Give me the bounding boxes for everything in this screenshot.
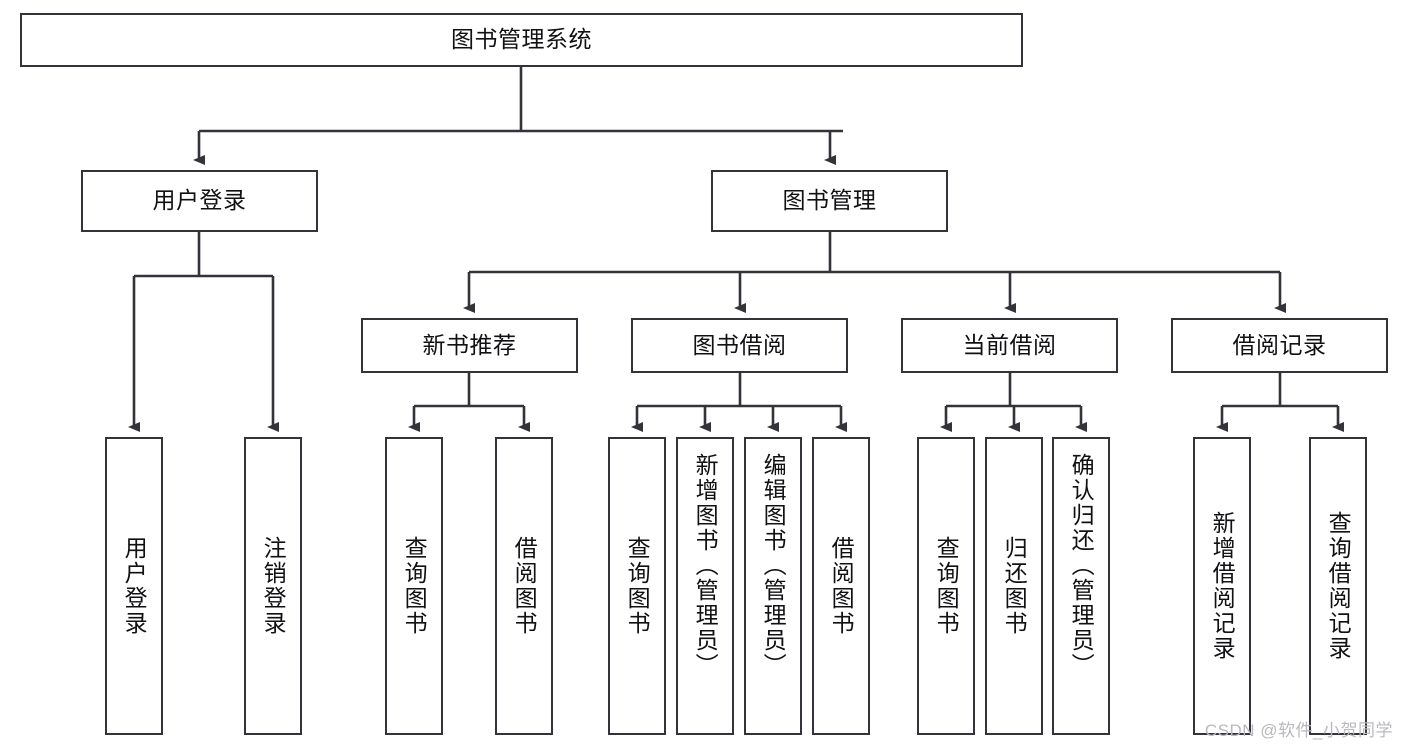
leaf-user-login-label: 用户登录 (121, 536, 148, 636)
leaf-current-confirm-return-label: 确认归还（管理员） (1068, 453, 1095, 678)
node-book-management-label: 图书管理 (782, 187, 877, 214)
node-root-label: 图书管理系统 (451, 26, 592, 53)
node-current-borrow-label: 当前借阅 (962, 331, 1057, 358)
node-user-login-label: 用户登录 (152, 187, 247, 214)
node-book-borrow[interactable]: 图书借阅 (631, 318, 848, 373)
leaf-borrow-add-book[interactable]: 新增图书（管理员） (676, 437, 734, 735)
node-borrow-record-label: 借阅记录 (1232, 331, 1327, 358)
leaf-record-add-record[interactable]: 新增借阅记录 (1193, 437, 1251, 735)
leaf-logout[interactable]: 注销登录 (244, 437, 302, 735)
node-borrow-record[interactable]: 借阅记录 (1171, 318, 1388, 373)
leaf-current-confirm-return[interactable]: 确认归还（管理员） (1052, 437, 1110, 735)
leaf-user-login[interactable]: 用户登录 (105, 437, 163, 735)
csdn-watermark: CSDN @软件_小贺同学 (1204, 721, 1393, 740)
leaf-current-return-book[interactable]: 归还图书 (985, 437, 1043, 735)
node-book-borrow-label: 图书借阅 (692, 331, 787, 358)
leaf-borrow-edit-book-label: 编辑图书（管理员） (760, 453, 787, 678)
leaf-newbook-borrow-book-label: 借阅图书 (511, 536, 538, 636)
leaf-current-query-book[interactable]: 查询图书 (917, 437, 975, 735)
node-current-borrow[interactable]: 当前借阅 (901, 318, 1118, 373)
node-root[interactable]: 图书管理系统 (20, 13, 1023, 67)
leaf-borrow-query-book[interactable]: 查询图书 (608, 437, 666, 735)
leaf-newbook-borrow-book[interactable]: 借阅图书 (495, 437, 553, 735)
leaf-borrow-query-book-label: 查询图书 (624, 536, 651, 636)
node-new-book-recommend-label: 新书推荐 (422, 331, 517, 358)
leaf-borrow-add-book-label: 新增图书（管理员） (692, 453, 719, 678)
leaf-borrow-borrow-book-label: 借阅图书 (828, 536, 855, 636)
node-new-book-recommend[interactable]: 新书推荐 (361, 318, 578, 373)
leaf-current-query-book-label: 查询图书 (933, 536, 960, 636)
leaf-current-return-book-label: 归还图书 (1001, 536, 1028, 636)
leaf-record-add-record-label: 新增借阅记录 (1209, 511, 1236, 661)
leaf-record-query-record[interactable]: 查询借阅记录 (1309, 437, 1367, 735)
leaf-logout-label: 注销登录 (260, 536, 287, 636)
leaf-borrow-edit-book[interactable]: 编辑图书（管理员） (744, 437, 802, 735)
leaf-newbook-query-book[interactable]: 查询图书 (385, 437, 443, 735)
node-user-login[interactable]: 用户登录 (81, 170, 318, 232)
leaf-borrow-borrow-book[interactable]: 借阅图书 (812, 437, 870, 735)
leaf-newbook-query-book-label: 查询图书 (401, 536, 428, 636)
node-book-management[interactable]: 图书管理 (711, 170, 948, 232)
leaf-record-query-record-label: 查询借阅记录 (1325, 511, 1352, 661)
